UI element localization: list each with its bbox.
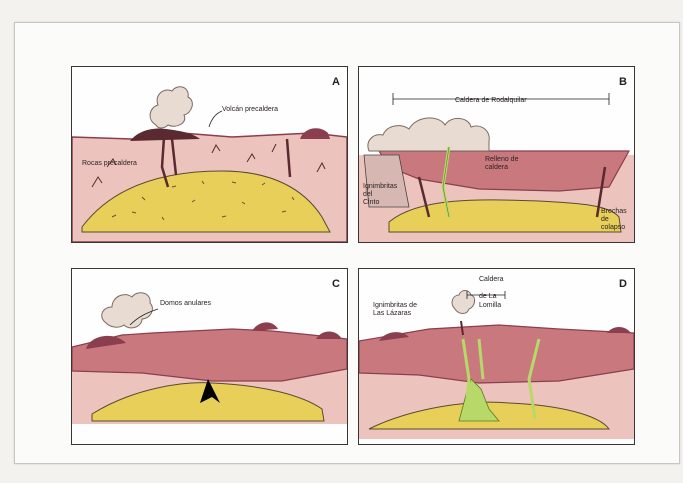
panel-b-cloud bbox=[368, 118, 489, 151]
panel-d-diagram: Caldera de La Lomilla Ignimbritas de Las… bbox=[359, 269, 634, 439]
panel-b-ign-label-2: del bbox=[363, 191, 373, 198]
panel-b: Caldera de Rodalquilar Relleno de calder… bbox=[358, 66, 635, 243]
panel-d-caldera-label-2: de La bbox=[479, 293, 497, 300]
panel-d-vent-plume bbox=[452, 291, 475, 314]
panel-b-brechas-label-1: Brechas bbox=[601, 208, 627, 215]
panel-b-relleno-label-2: caldera bbox=[485, 164, 508, 171]
panel-d-caldera-label-1: Caldera bbox=[479, 276, 504, 283]
panel-b-brechas-label-2: de bbox=[601, 216, 609, 223]
panel-c-letter: C bbox=[332, 278, 340, 290]
panel-a-eruption-cloud bbox=[150, 87, 192, 128]
panel-d-right-dome bbox=[607, 327, 631, 333]
panel-d-letter: D bbox=[619, 278, 627, 290]
panel-d-caldera-label-3: Lomilla bbox=[479, 302, 501, 309]
panel-b-ign-label-3: Cinto bbox=[363, 199, 379, 206]
panel-a: Volcán precaldera Rocas precaldera A bbox=[71, 66, 348, 243]
panel-c-cloud bbox=[102, 293, 153, 328]
panel-b-ign-label-1: Ignimbritas bbox=[363, 183, 398, 190]
panel-c-domos-label: Domos anulares bbox=[160, 300, 211, 307]
panel-b-diagram: Caldera de Rodalquilar Relleno de calder… bbox=[359, 67, 634, 242]
panel-d: Caldera de La Lomilla Ignimbritas de Las… bbox=[358, 268, 635, 445]
panel-c-center-dome bbox=[252, 322, 278, 331]
panel-d-ign-label-1: Ignimbritas de bbox=[373, 302, 417, 309]
panel-a-rocks-label: Rocas precaldera bbox=[82, 160, 137, 167]
panel-b-brechas-label-3: colapso bbox=[601, 224, 625, 231]
panel-a-right-dome bbox=[300, 128, 330, 139]
panel-a-diagram: Volcán precaldera Rocas precaldera A bbox=[72, 67, 347, 242]
panel-a-volcano-label: Volcán precaldera bbox=[222, 106, 278, 113]
panel-d-ign-label-2: Las Lázaras bbox=[373, 310, 412, 317]
panel-a-letter: A bbox=[332, 76, 340, 88]
panel-b-letter: B bbox=[619, 76, 627, 88]
panel-c: Domos anulares C bbox=[71, 268, 348, 445]
panel-b-caldera-label: Caldera de Rodalquilar bbox=[455, 97, 527, 104]
panel-c-diagram: Domos anulares C bbox=[72, 269, 347, 424]
panel-c-right-dome bbox=[316, 332, 342, 340]
panel-b-relleno-label-1: Relleno de bbox=[485, 156, 519, 163]
